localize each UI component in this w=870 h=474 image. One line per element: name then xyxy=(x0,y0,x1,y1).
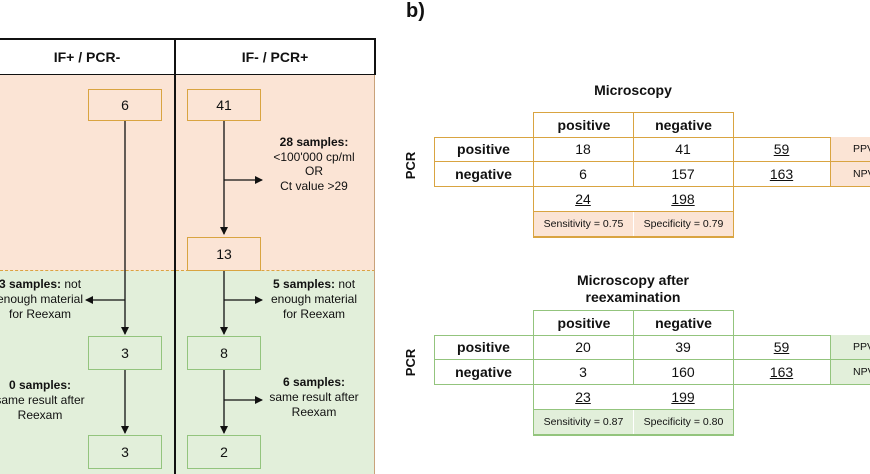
table2-vline-2 xyxy=(633,335,634,385)
table2-row-positive: positive xyxy=(457,339,510,355)
col2-node-after-reexam: 8 xyxy=(187,336,261,370)
table2-col-neg-total: 199 xyxy=(671,389,695,405)
table2-cell-pn: 39 xyxy=(675,339,691,355)
table2-specificity: Specificity = 0.80 xyxy=(634,410,733,434)
table2-vline-4 xyxy=(830,335,831,385)
table2-col-positive: positive xyxy=(533,310,634,335)
col1-same-result-note: 0 samples: same result after Reexam xyxy=(0,378,85,422)
col2-header: IF- / PCR+ xyxy=(174,38,376,75)
table1-row-axis-label: PCR xyxy=(403,151,419,179)
table1-row-negative: negative xyxy=(455,166,512,182)
table2-row-pos-total: 59 xyxy=(773,339,790,355)
table1-vline-1b xyxy=(533,137,534,237)
col1-node-after-reexam: 3 xyxy=(88,336,162,370)
table2-npv: NPV xyxy=(831,360,870,384)
table1-vline-4 xyxy=(830,137,831,187)
table1-vline-3 xyxy=(733,112,734,237)
table2-cell-pp: 20 xyxy=(575,339,591,355)
table1-title: Microscopy xyxy=(594,82,672,98)
table2-col-pos-total: 23 xyxy=(575,389,591,405)
table2-vline-1 xyxy=(533,335,534,435)
col1-header: IF+ / PCR- xyxy=(0,38,176,75)
table2-col-negative: negative xyxy=(633,310,734,335)
table1-row-neg-total: 163 xyxy=(769,166,794,182)
table1-hline-end xyxy=(533,236,734,238)
table1-row-positive: positive xyxy=(457,141,510,157)
right-border xyxy=(374,75,375,474)
col2-same-result-note: 6 samples: same result after Reexam xyxy=(269,375,359,419)
table1-col-pos-total: 24 xyxy=(575,191,591,207)
table1-vline-2 xyxy=(633,137,634,187)
table1-row-pos-total: 59 xyxy=(773,141,790,157)
table1-specificity: Specificity = 0.79 xyxy=(634,212,733,236)
col2-node-after-exclusion: 13 xyxy=(187,237,261,271)
col2-node-initial: 41 xyxy=(187,89,261,121)
col1-node-final: 3 xyxy=(88,435,162,469)
table2-ppv: PPV xyxy=(831,335,870,359)
table1-row-divider xyxy=(434,161,870,162)
table2-row-divider xyxy=(434,359,870,360)
table2-cell-np: 3 xyxy=(579,364,587,380)
table1-col-neg-total: 198 xyxy=(671,191,695,207)
col2-exclusion-note: 28 samples: <100'000 cp/ml OR Ct value >… xyxy=(273,135,355,193)
table2-sensitivity: Sensitivity = 0.87 xyxy=(534,410,633,434)
table2-hline-bottom xyxy=(533,409,733,410)
flow-arrows xyxy=(85,120,263,434)
col1-node-initial: 6 xyxy=(88,89,162,121)
table2-hline-end xyxy=(533,434,734,436)
table2-cell-nn: 160 xyxy=(671,364,695,380)
column-divider xyxy=(174,38,176,474)
col2-node-final: 2 xyxy=(187,435,261,469)
table2-row-negative: negative xyxy=(455,364,512,380)
table1-col-positive: positive xyxy=(533,112,634,137)
table1-frame xyxy=(434,137,870,187)
table1-cell-pn: 41 xyxy=(675,141,691,157)
table1-cell-pp: 18 xyxy=(575,141,591,157)
col2-reexam-loss-note: 5 samples: not enough material for Reexa… xyxy=(270,277,358,321)
table2-frame xyxy=(434,335,870,385)
table2-vline-3 xyxy=(733,310,734,435)
table1-col-negative: negative xyxy=(633,112,734,137)
table1-npv: NPV xyxy=(831,162,870,186)
table2-row-neg-total: 163 xyxy=(769,364,794,380)
col1-reexam-loss-note: 3 samples: not enough material for Reexa… xyxy=(0,277,84,321)
table2-row-axis-label: PCR xyxy=(403,348,419,376)
panel-b-label: b) xyxy=(406,0,425,22)
table1-cell-np: 6 xyxy=(579,166,587,182)
table1-sensitivity: Sensitivity = 0.75 xyxy=(534,212,633,236)
table1-hline-bottom xyxy=(533,211,733,212)
table1-cell-nn: 157 xyxy=(671,166,695,182)
table1-ppv: PPV xyxy=(831,137,870,161)
